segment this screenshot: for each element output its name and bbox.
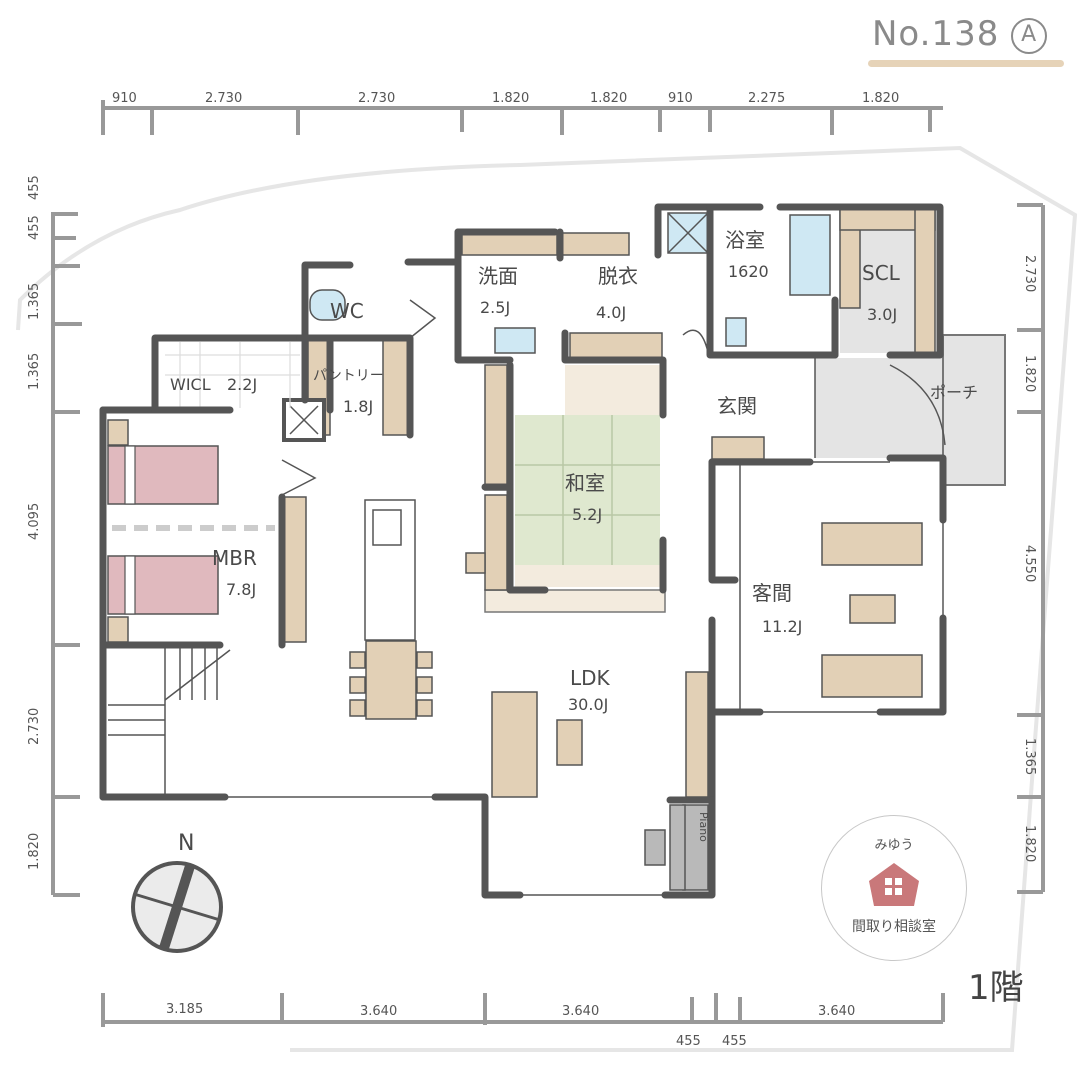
dim-bottom-labels: 3.185 3.640 3.640 3.640 455 455 [166,1002,855,1049]
dimensions-right-2: 4.550 [1022,545,1037,582]
room-labels: WC 洗面 2.5J 脱衣 4.0J 浴室 1620 SCL 3.0J WICL… [170,228,978,842]
dimensions-left-4: 4.095 [27,503,42,540]
dim-right [1017,203,1045,894]
rooms-kyakuma-area: 11.2J [762,617,802,636]
house-icon [869,863,919,906]
stairs [108,645,231,797]
piano [682,804,709,891]
rooms-washitsu-area: 5.2J [572,505,602,524]
dim-bottom [101,993,945,1027]
compass-north: N [178,831,194,856]
rooms-datsui-area: 4.0J [596,303,626,322]
dim-left [51,212,82,897]
rooms-washitsu-name: 和室 [565,471,605,495]
rooms-ldk-area: 30.0J [568,695,608,714]
dimensions-right-4: 1.820 [1022,825,1037,862]
sofa [491,691,538,798]
rooms-scl-area: 3.0J [867,305,897,324]
logo-badge: みゆう 間取り相談室 [821,815,967,961]
dimensions-top-5: 910 [668,91,693,106]
furniture-piano: Piano [697,812,710,842]
dimensions-right-0: 2.730 [1022,255,1037,292]
rooms-senmen-area: 2.5J [480,298,510,317]
dimensions-bottom-2: 3.640 [562,1004,599,1019]
bathtub [789,214,831,296]
compass-icon: N [131,831,223,953]
dimensions-top-2: 2.730 [358,91,395,106]
dimensions-bottom-0: 3.185 [166,1002,203,1017]
dimensions-bottom_sub-1: 455 [722,1034,747,1049]
dimensions-bottom-3: 3.640 [818,1004,855,1019]
dim-top [101,100,943,135]
rooms-wicl-name: WICL [170,375,211,394]
dimensions-left-3: 1.365 [27,353,42,390]
rooms-wicl-area: 2.2J [227,375,257,394]
dimensions-right-3: 1.365 [1022,738,1037,775]
badge-bottom-text: 間取り相談室 [852,919,936,935]
dimensions-top-4: 1.820 [590,91,627,106]
dimensions-bottom-1: 3.640 [360,1004,397,1019]
lot-boundary [16,145,1078,1052]
rooms-mbr-name: MBR [212,546,257,570]
dimensions-left-1: 455 [27,215,42,240]
dimensions-top-7: 1.820 [862,91,899,106]
rooms-datsui-name: 脱衣 [598,264,638,288]
dim-top-labels: 910 2.730 2.730 1.820 1.820 910 2.275 1.… [112,91,899,106]
rooms-yokushitsu-name: 浴室 [725,228,765,252]
rooms-senmen-name: 洗面 [478,264,518,288]
storage [107,207,936,798]
dim-left-labels: 455 455 1.365 1.365 4.095 2.730 1.820 [27,175,42,870]
rooms-pantry-name: パントリー [313,368,384,384]
rooms-genkan-name: 玄関 [717,394,757,418]
rooms-yokushitsu-area: 1620 [728,262,769,281]
floor-label: 1階 [968,968,1024,1008]
dimensions-left-2: 1.365 [27,283,42,320]
rooms-mbr-area: 7.8J [226,580,256,599]
dimensions-top-1: 2.730 [205,91,242,106]
rooms-ldk-name: LDK [570,666,611,690]
badge-top-text: みゆう [874,838,914,853]
variant-circle: A [1011,17,1048,54]
dimensions-top-3: 1.820 [492,91,529,106]
dimensions-right-1: 1.820 [1022,355,1037,392]
openings [225,299,946,896]
dimensions-bottom_sub-0: 455 [676,1034,701,1049]
dimensions-left-5: 2.730 [27,708,42,745]
rooms-kyakuma-name: 客間 [752,581,792,605]
dimensions-left-0: 455 [27,175,42,200]
tatami [515,415,660,565]
dining-set [349,522,923,798]
title-underline [868,60,1064,67]
dimensions-top-0: 910 [112,91,137,106]
rooms-wc-name: WC [330,299,364,323]
walls [99,203,947,899]
dimensions-top-6: 2.275 [748,91,785,106]
rooms-pantry-area: 1.8J [343,397,373,416]
dim-right-labels: 2.730 1.820 4.550 1.365 1.820 [1022,255,1037,862]
rooms-scl-name: SCL [862,261,901,285]
rooms-porch-name: ポーチ [930,383,978,402]
plan-title: No.138 A [872,14,1048,54]
dimensions-left-6: 1.820 [27,833,42,870]
